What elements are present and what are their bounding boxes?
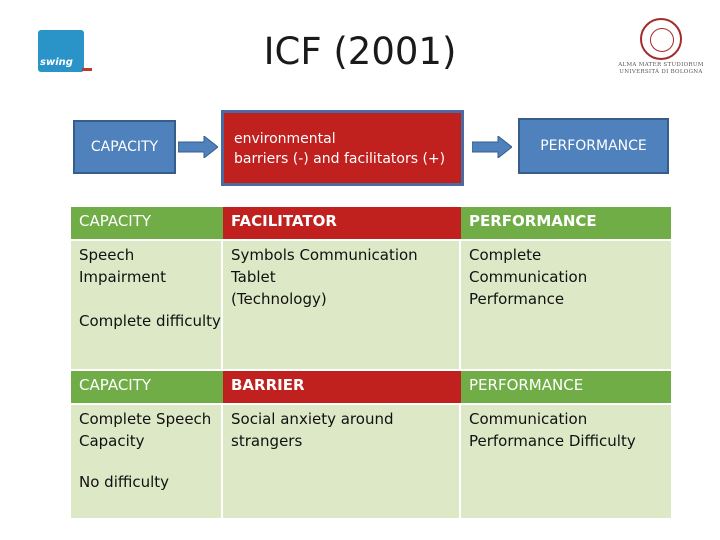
table-header-capacity: CAPACITY [71,371,223,403]
cell-text: Social anxiety around [231,410,394,428]
table-header-capacity: CAPACITY [71,207,223,239]
table-cell-barrier: Social anxiety around strangers [223,405,459,518]
cell-note: No difficulty [79,473,170,491]
cell-text: Complete Communication [469,246,588,286]
table-cell-performance: Complete Communication Performance [461,241,671,369]
cell-text: (Technology) [231,290,327,308]
cell-text: Tablet [231,268,276,286]
arrow-right-icon [178,136,218,158]
table-header-performance: PERFORMANCE [461,207,671,239]
flow-environment-box: environmental barriers (-) and facilitat… [221,110,464,186]
table-cell-capacity: Speech Impairment Complete difficulty [71,241,221,369]
table-cell-facilitator: Symbols Communication Tablet (Technology… [223,241,459,369]
page-title: ICF (2001) [263,30,457,73]
university-logo-text: ALMA MATER STUDIORUM UNIVERSITÀ DI BOLOG… [618,62,704,75]
cell-text: Speech [79,246,135,264]
arrow-right-icon [472,136,512,158]
flow-capacity-label: CAPACITY [90,139,159,155]
cell-text: Performance Difficulty [469,432,636,450]
university-logo: ALMA MATER STUDIORUM UNIVERSITÀ DI BOLOG… [616,18,706,78]
cell-note: Complete difficulty [79,312,221,330]
table-header-performance: PERFORMANCE [461,371,671,403]
table-cell-capacity: Complete Speech Capacity No difficulty [71,405,221,518]
table-header-barrier: BARRIER [223,371,461,403]
cell-text: strangers [231,432,303,450]
cell-text: Communication [469,410,588,428]
cell-text: Performance [469,290,565,308]
swing-logo-underline [38,68,94,74]
flow-environment-line1: environmental [234,131,336,147]
cell-text: Complete Speech [79,410,212,428]
cell-text: Symbols Communication [231,246,418,264]
swing-logo-text: swing [40,57,73,68]
university-seal-icon [640,18,682,60]
swing-logo: swing [38,30,84,72]
flow-capacity-box: CAPACITY [73,120,176,174]
cell-text: Impairment [79,268,167,286]
table-cell-performance: Communication Performance Difficulty [461,405,671,518]
flow-performance-label: PERFORMANCE [540,138,647,154]
flow-performance-box: PERFORMANCE [518,118,669,174]
flow-environment-line2: barriers (-) and facilitators (+) [234,151,446,167]
table-header-facilitator: FACILITATOR [223,207,461,239]
cell-text: Capacity [79,432,145,450]
